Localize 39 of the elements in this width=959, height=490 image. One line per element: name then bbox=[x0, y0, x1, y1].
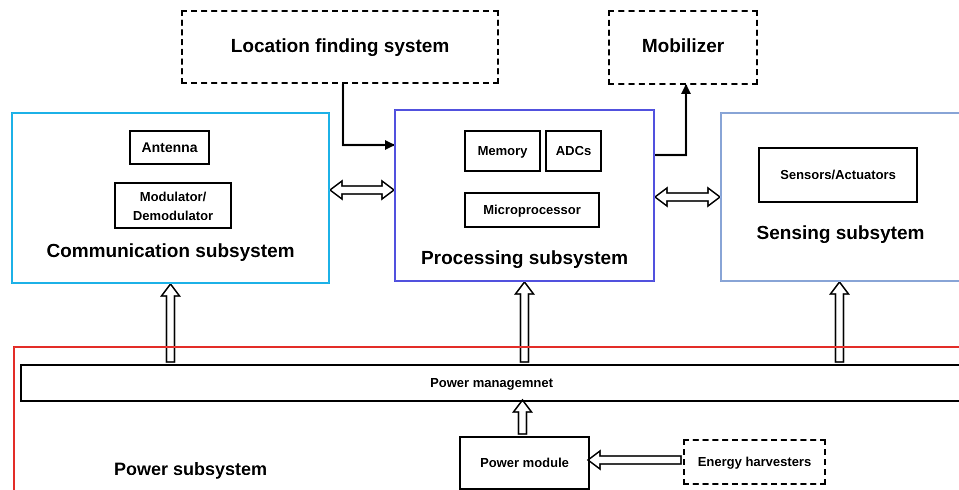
panel-title: Power subsystem bbox=[114, 458, 268, 481]
dashed-box bbox=[683, 439, 826, 485]
dashed-box bbox=[608, 10, 758, 85]
box-label: Modulator/ Demodulator bbox=[132, 188, 214, 224]
management-bar bbox=[20, 364, 959, 402]
panel-title: Sensing subsytem bbox=[756, 222, 926, 246]
block-arrow bbox=[828, 280, 850, 363]
component-box bbox=[114, 182, 232, 229]
box-label: Power module bbox=[480, 454, 569, 472]
component-box bbox=[758, 147, 918, 203]
block-arrow bbox=[328, 179, 396, 201]
panel-title: Processing subsystem bbox=[420, 247, 629, 271]
subsystem-panel bbox=[720, 112, 959, 282]
block-arrow bbox=[654, 186, 722, 208]
arrow bbox=[655, 84, 691, 156]
subsystem-panel bbox=[11, 112, 330, 284]
dashed-box bbox=[181, 10, 499, 84]
component-box bbox=[464, 192, 600, 228]
panel-title: Communication subsystem bbox=[45, 240, 296, 264]
box-label: Microprocessor bbox=[483, 201, 581, 220]
block-arrow bbox=[512, 398, 534, 435]
box-label: Location finding system bbox=[230, 34, 450, 59]
box-label: Sensors/Actuators bbox=[780, 166, 896, 184]
box-label: Antenna bbox=[142, 138, 198, 157]
block-arrow bbox=[586, 449, 682, 471]
box-label: Energy harvesters bbox=[698, 453, 812, 472]
block-arrow bbox=[160, 282, 182, 363]
box-label: Mobilizer bbox=[642, 35, 724, 60]
component-box bbox=[129, 130, 210, 165]
component-box bbox=[464, 130, 541, 172]
box-label: ADCs bbox=[556, 142, 592, 160]
box-label: Memory bbox=[478, 142, 528, 160]
component-box bbox=[545, 130, 602, 172]
box-label: Power managemnet bbox=[430, 374, 553, 392]
block-arrow bbox=[514, 280, 536, 363]
arrow bbox=[342, 84, 395, 150]
subsystem-panel bbox=[394, 109, 655, 282]
subsystem-panel bbox=[13, 346, 959, 490]
component-box bbox=[459, 436, 590, 490]
